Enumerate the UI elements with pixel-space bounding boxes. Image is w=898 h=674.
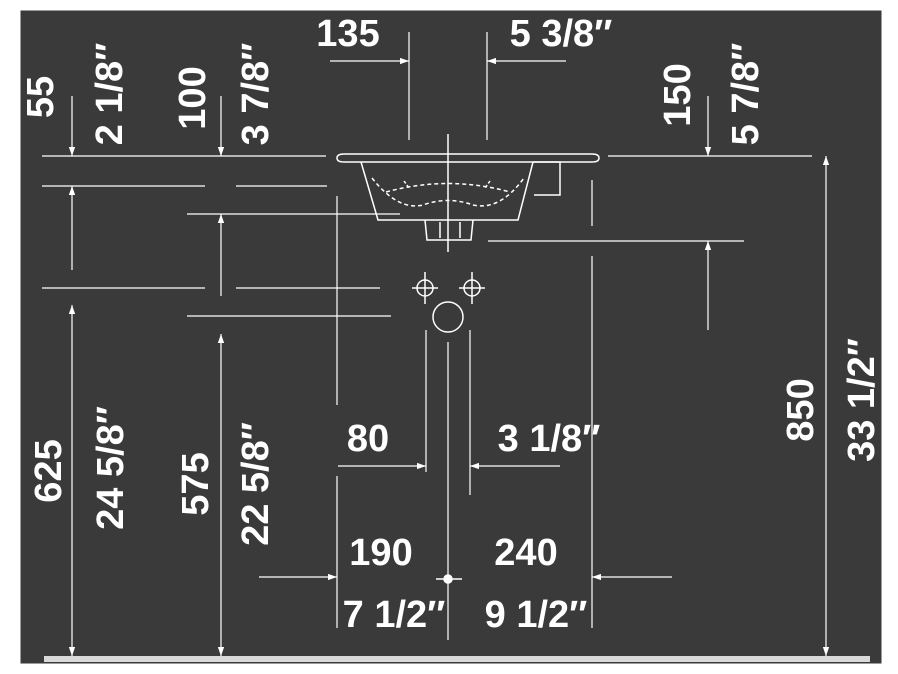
label-190-mm: 190 [349, 532, 412, 574]
reference-lines [42, 32, 812, 640]
label-22-5-8-in: 22 5/8″ [235, 422, 277, 546]
label-5-3-8-in: 5 3/8″ [510, 13, 613, 55]
label-3-1-8-in: 3 1/8″ [498, 418, 601, 460]
label-5-7-8-in: 5 7/8″ [725, 43, 767, 146]
label-625-mm: 625 [28, 439, 70, 502]
wall-connections [412, 272, 485, 584]
drawing-background [19, 9, 883, 665]
label-240-mm: 240 [494, 532, 557, 574]
label-850-mm: 850 [780, 378, 822, 441]
label-7-1-2-in: 7 1/2″ [343, 594, 446, 636]
washbasin-section [336, 134, 600, 252]
label-33-1-2-in: 33 1/2″ [841, 338, 883, 462]
label-2-1-8-in: 2 1/8″ [89, 43, 131, 146]
label-100-mm: 100 [172, 66, 214, 129]
floor-line [44, 656, 870, 662]
dimension-arrows [68, 57, 830, 656]
label-55-mm: 55 [20, 76, 62, 118]
label-9-1-2-in: 9 1/2″ [485, 594, 588, 636]
label-80-mm: 80 [347, 418, 389, 460]
label-150-mm: 150 [657, 63, 699, 126]
label-24-5-8-in: 24 5/8″ [90, 406, 132, 530]
label-3-7-8-in: 3 7/8″ [235, 43, 277, 146]
label-135-mm: 135 [316, 13, 379, 55]
label-575-mm: 575 [175, 452, 217, 515]
